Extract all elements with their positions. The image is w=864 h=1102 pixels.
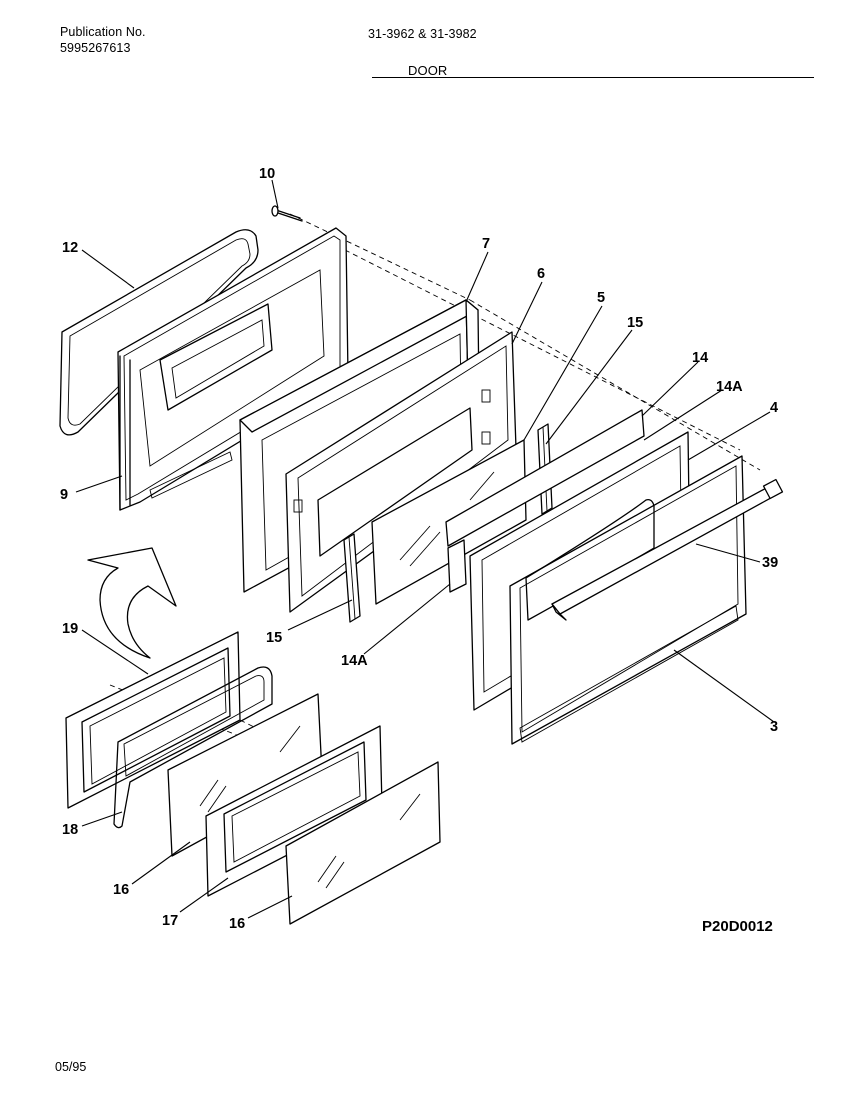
callout-15-right: 15: [627, 315, 643, 331]
callout-14: 14: [692, 350, 708, 366]
section-title: DOOR: [408, 63, 448, 78]
part-3-outer-panel-frame: [509, 455, 747, 745]
callout-39: 39: [762, 555, 778, 571]
callout-5: 5: [597, 290, 605, 306]
callout-7: 7: [482, 236, 490, 252]
callout-4: 4: [770, 400, 778, 416]
callout-3: 3: [770, 719, 778, 735]
part-14-heat-shield: [445, 409, 645, 593]
callout-10: 10: [259, 166, 275, 182]
callout-14a-left: 14A: [341, 653, 368, 669]
callout-18: 18: [62, 822, 78, 838]
part-10-screw: [271, 205, 303, 222]
callout-12: 12: [62, 240, 78, 256]
callout-6: 6: [537, 266, 545, 282]
assembly-arrow-icon: [87, 547, 177, 659]
model-numbers: 31-3962 & 31-3982: [368, 27, 477, 41]
header-rule: [372, 77, 814, 78]
publication-label: Publication No.: [60, 25, 146, 39]
callout-15-left: 15: [266, 630, 282, 646]
part-19-window-frame: [65, 631, 241, 809]
part-39-handle: [551, 478, 784, 621]
callout-14a-right: 14A: [716, 379, 743, 395]
callout-9: 9: [60, 487, 68, 503]
callout-19: 19: [62, 621, 78, 637]
callout-16-lower: 16: [229, 916, 245, 932]
date-code: 05/95: [55, 1060, 87, 1074]
drawing-code: P20D0012: [702, 918, 773, 935]
callout-17: 17: [162, 913, 178, 929]
part-12-gasket: [59, 229, 259, 436]
part-18-window-gasket: [113, 666, 273, 829]
callout-leader-lines: [75, 179, 775, 919]
publication-number: 5995267613: [60, 41, 131, 55]
callout-labels: 10 12 7 6 5 15 14 14A 4 9 39 19 15 14A 3…: [60, 166, 778, 932]
part-15-left-hinge-channel: [343, 533, 361, 623]
callout-16-upper: 16: [113, 882, 129, 898]
